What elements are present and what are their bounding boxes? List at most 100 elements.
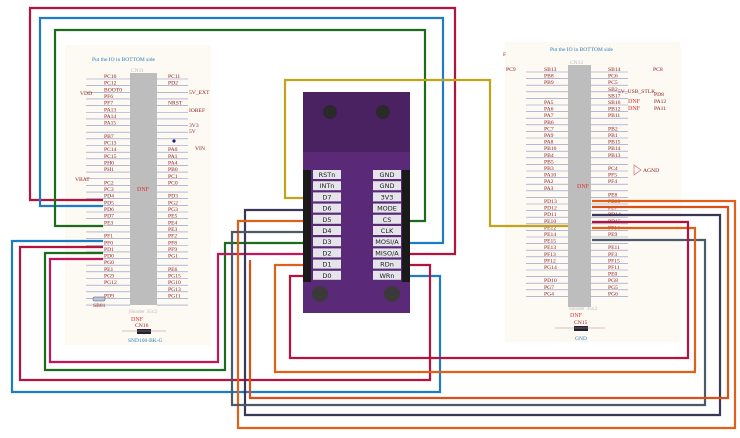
header-pin-label: PE13 bbox=[544, 245, 556, 251]
header-pin-label: PG14 bbox=[544, 265, 557, 271]
header-pin-label: PD4 bbox=[104, 194, 114, 200]
header-pin-label: PD7 bbox=[104, 214, 114, 220]
header-pin-label: PB10 bbox=[544, 146, 557, 152]
header-pin-label: PG8 bbox=[608, 278, 618, 284]
header-pin-label: PF3 bbox=[608, 252, 617, 258]
wire-slate-d4-pe9 bbox=[230, 230, 707, 407]
wires bbox=[10, 6, 737, 430]
header-pin-label: PG7 bbox=[544, 285, 554, 291]
module-pin bbox=[373, 203, 401, 213]
module-pin bbox=[373, 226, 401, 235]
wire-orange-d5-pe8 bbox=[236, 199, 737, 430]
header-pin-label: PD1 bbox=[104, 247, 114, 253]
header-pin-label: PF9 bbox=[168, 247, 177, 253]
header-pin-label: PA6 bbox=[544, 107, 554, 113]
header-pin-label: PB8 bbox=[544, 74, 554, 80]
header-pin-label: PD6 bbox=[104, 207, 114, 213]
mounting-hole bbox=[312, 286, 328, 302]
net-pa12: PA12 bbox=[654, 99, 666, 105]
header-pin-label: SB16 bbox=[608, 100, 621, 106]
header-pin-label: PA10 bbox=[544, 173, 556, 179]
header-pin-label: SB13 bbox=[544, 67, 557, 73]
header-pin-label: SB14 bbox=[608, 67, 621, 73]
wire-red-d0-pd15 bbox=[288, 220, 690, 360]
header-pin-label: PF13 bbox=[544, 252, 556, 258]
header-pin-label: PE7 bbox=[608, 206, 618, 212]
module-pin-label: D5 bbox=[322, 216, 331, 224]
wire-green-pd7-cs bbox=[53, 28, 427, 228]
net-pa11: PA11 bbox=[654, 106, 666, 112]
header-pin-label: PF0 bbox=[104, 240, 113, 246]
cn16-part bbox=[137, 329, 151, 334]
header-pin-label: PC12 bbox=[104, 81, 117, 87]
header-pin-label: PA9 bbox=[544, 133, 554, 139]
left-connector-ref: CN11 bbox=[131, 68, 144, 74]
header-pin-label: PG1 bbox=[168, 254, 178, 260]
module-pin-label: WRn bbox=[379, 272, 394, 280]
cn15-part-label: GND bbox=[575, 336, 587, 342]
header-pin-label: PA1 bbox=[168, 154, 178, 160]
module-pin bbox=[313, 203, 341, 213]
header-pin-label: PE8 bbox=[608, 192, 618, 198]
module-pin bbox=[373, 248, 401, 258]
header-pin-label: PA15 bbox=[104, 121, 116, 127]
module-pin-label: MOSI/A bbox=[375, 238, 399, 246]
header-pin-label: PF12 bbox=[544, 258, 556, 264]
dnf-sb17: DNF bbox=[628, 99, 641, 105]
net-5v-usb-stlk: 5V_USB_STLK bbox=[618, 89, 655, 95]
right-board-note: Put the IO in BOTTOM side bbox=[550, 47, 614, 53]
header-pin-label: PE12 bbox=[544, 225, 556, 231]
wire-red-pf0-rdn bbox=[18, 245, 432, 382]
header-pin-label: PC0 bbox=[168, 180, 178, 186]
left-board-note: Put the IO in BOTTOM side bbox=[92, 57, 156, 63]
header-pin-label: PA4 bbox=[168, 160, 178, 166]
header-pin-label: PE3 bbox=[104, 220, 114, 226]
right-connector-ref: CN12 bbox=[570, 60, 583, 66]
right-header-dnf: DNF bbox=[577, 184, 590, 190]
cn16-part-label: SND100-BK-G bbox=[128, 338, 163, 344]
wire-navy-d6-pd14 bbox=[243, 208, 722, 417]
module-pin bbox=[313, 192, 341, 202]
header-pin-label: PH0 bbox=[104, 160, 114, 166]
header-pin-label: PE15 bbox=[544, 239, 556, 245]
module-pin bbox=[313, 170, 341, 179]
header-pin-label: PG15 bbox=[168, 274, 181, 280]
header-pin-label: PC14 bbox=[104, 147, 117, 153]
cn15-part bbox=[574, 326, 588, 331]
header-pin-label: PC10 bbox=[104, 74, 117, 80]
header-pin-label: PA2 bbox=[544, 179, 554, 185]
cn15-ref: CN15 bbox=[574, 320, 588, 326]
wire-olive-d7-pe10 bbox=[283, 78, 568, 228]
module-pin-label: D6 bbox=[322, 205, 331, 213]
module-pin-label: RSTn bbox=[319, 171, 336, 179]
header-pin-label: PG6 bbox=[608, 291, 618, 297]
module-pin bbox=[373, 181, 401, 191]
mounting-hole bbox=[323, 105, 337, 119]
module-pin bbox=[373, 237, 401, 247]
net-5v: 5V bbox=[189, 129, 196, 135]
module-pin-label: GND bbox=[380, 171, 395, 179]
net-pc9: PC9 bbox=[506, 67, 516, 73]
header-pin-label: PA8 bbox=[544, 140, 554, 146]
header-pin-label: PA7 bbox=[544, 113, 554, 119]
cn16-ref: CN16 bbox=[135, 323, 149, 329]
module-pin bbox=[373, 259, 401, 269]
header-pin-label: PG13 bbox=[168, 287, 181, 293]
header-pin-label: BOOT0 bbox=[104, 87, 122, 93]
module-pin-label: D2 bbox=[322, 249, 331, 257]
net-pc8: PC8 bbox=[653, 67, 663, 73]
header-pin-label: PB5 bbox=[544, 159, 554, 165]
header-pin-label: PB7 bbox=[104, 134, 114, 140]
module-pin-label: INTn bbox=[320, 182, 335, 190]
header-pin-label: PB13 bbox=[608, 153, 621, 159]
right-header-body bbox=[568, 65, 591, 307]
wire-orange-d1-pf14 bbox=[273, 226, 697, 374]
header-pin-label: PG9 bbox=[104, 274, 114, 280]
module-pin bbox=[313, 248, 341, 258]
header-pin-label: PB4 bbox=[544, 153, 554, 159]
module-pin bbox=[313, 226, 341, 235]
header-pin-label: PE3 bbox=[168, 227, 178, 233]
net-vbat: VBAT bbox=[75, 177, 90, 183]
header-pin-label: PE4 bbox=[168, 220, 178, 226]
left-header-body bbox=[130, 73, 157, 305]
